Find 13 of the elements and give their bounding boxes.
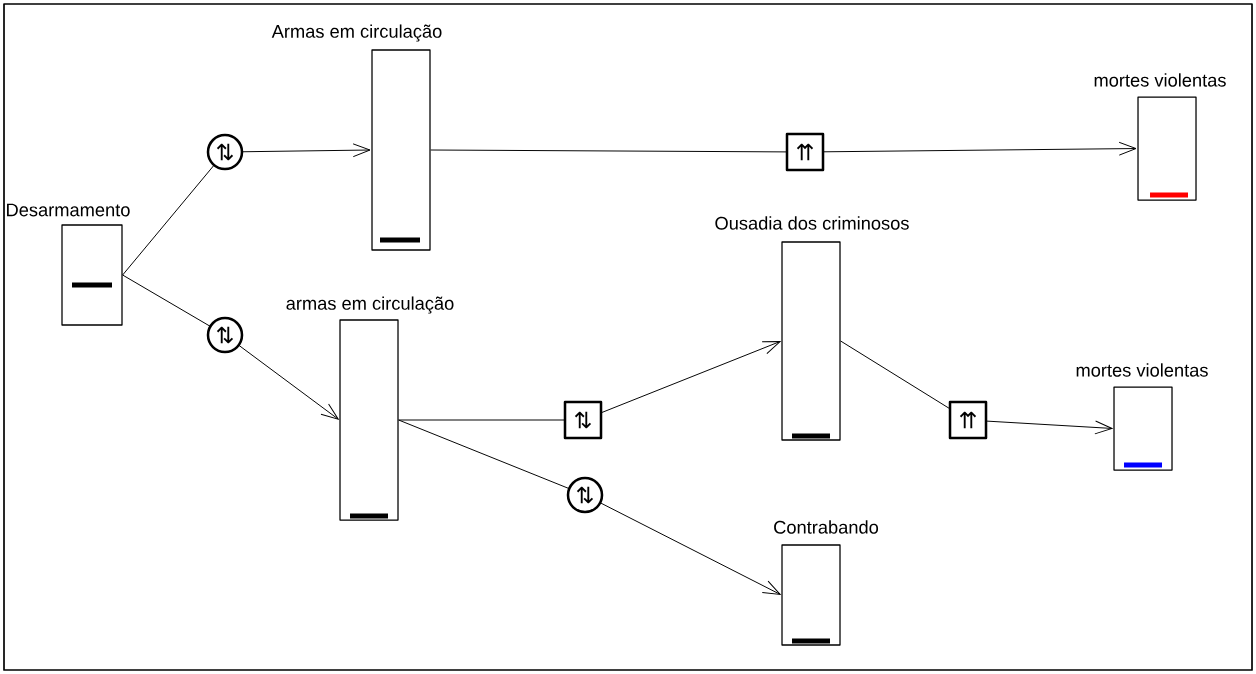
arrow (430, 141, 1137, 156)
arrow (840, 340, 1113, 435)
quantity-label: Desarmamento (7, 203, 130, 217)
quantity-label: Ousadia dos criminosos (715, 216, 909, 230)
quantity-label: Armas em circulação (271, 24, 442, 42)
arrow (122, 143, 371, 276)
quantity-label: Contrabando (774, 520, 879, 534)
arrow (122, 274, 339, 420)
quantity-label: mortes violentas (1094, 73, 1226, 87)
arrow (398, 419, 781, 595)
quantity-label: armas em circulação (286, 296, 454, 314)
arrow (398, 341, 781, 421)
quantity-label: mortes violentas (1076, 363, 1208, 377)
